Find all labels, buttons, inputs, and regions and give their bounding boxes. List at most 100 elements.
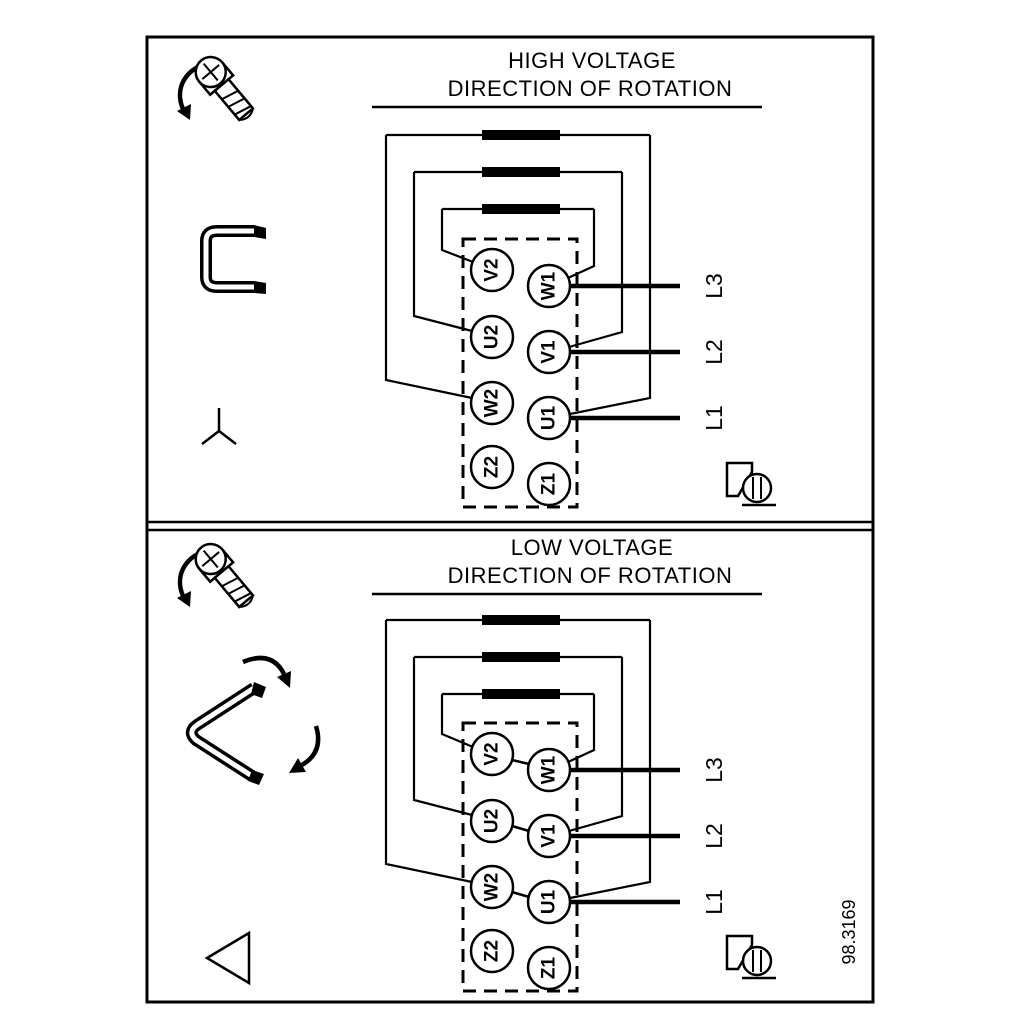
wire-segment (569, 135, 652, 416)
low-voltage-panel: LOW VOLTAGE DIRECTION OF ROTATION (177, 535, 859, 993)
terminal-label: U1 (539, 405, 560, 430)
wire-segment (440, 209, 474, 264)
wire-segment (569, 620, 652, 900)
supply-line-l3: L3 (570, 273, 727, 299)
terminal-label: W1 (539, 271, 560, 300)
terminal-u1: U1 (526, 395, 572, 441)
terminal-v2: V2 (469, 731, 515, 777)
delta-link (511, 824, 530, 833)
terminal-u2: U2 (469, 798, 515, 844)
terminal-w1: W1 (526, 747, 572, 793)
terminal-label: V2 (482, 742, 503, 765)
supply-line-label: L2 (701, 339, 727, 365)
terminal-label: Z1 (539, 472, 560, 495)
terminal-w2: W2 (469, 864, 515, 910)
terminal-circle (526, 813, 572, 859)
link-bar (482, 167, 560, 177)
delta-link (511, 758, 530, 766)
delta-link (511, 890, 530, 899)
link-bar (482, 204, 560, 214)
terminal-v2: V2 (469, 247, 515, 293)
terminal-label: V2 (482, 258, 503, 281)
link-bar (482, 689, 560, 699)
terminal-u1: U1 (526, 879, 572, 925)
terminal-label: U1 (539, 889, 560, 914)
supply-line-l2: L2 (570, 823, 727, 849)
link-strap-icon (200, 225, 266, 294)
wire-segment (440, 694, 474, 749)
reposition-arrow (242, 655, 287, 676)
wire-segment (568, 657, 624, 833)
terminal-box (461, 237, 579, 509)
terminal-w1: W1 (526, 263, 572, 309)
terminal-label: V1 (539, 340, 560, 364)
terminal-circle (469, 864, 515, 910)
terminal-box (461, 721, 579, 993)
terminal-z2: Z2 (469, 928, 515, 974)
panel-title: LOW VOLTAGE (511, 535, 673, 560)
terminal-label: Z2 (482, 940, 503, 962)
wire-segment (412, 657, 473, 817)
terminal-screw-icon (725, 461, 778, 507)
outer-border (145, 35, 875, 1004)
wire-segment (412, 172, 473, 333)
terminal-circle (469, 444, 515, 490)
wire-segment (567, 209, 596, 279)
supply-line-label: L2 (701, 823, 727, 849)
link-bar (482, 652, 560, 662)
terminal-circle (469, 314, 515, 360)
terminal-z1: Z1 (526, 945, 572, 991)
supply-line-label: L3 (701, 757, 727, 783)
supply-line-l3: L3 (570, 757, 727, 783)
reposition-arrow (300, 725, 321, 767)
supply-line-label: L3 (701, 273, 727, 299)
panel-title: HIGH VOLTAGE (508, 48, 676, 73)
link-bar (482, 615, 560, 625)
terminal-label: U2 (482, 809, 503, 833)
terminal-w2: W2 (469, 380, 515, 426)
terminal-screw-icon (725, 934, 778, 980)
terminal-v1: V1 (526, 813, 572, 859)
terminal-label: V1 (539, 824, 560, 848)
supply-line-l1: L1 (570, 405, 727, 431)
terminal-circle (469, 731, 515, 777)
star-symbol-icon (201, 408, 237, 445)
terminal-z2: Z2 (469, 444, 515, 490)
terminal-label: Z2 (482, 456, 503, 478)
wire-segment (384, 620, 473, 884)
link-bar (482, 130, 560, 140)
link-straps-arrows-icon (185, 655, 321, 785)
terminal-circle (469, 798, 515, 844)
terminal-z1: Z1 (526, 461, 572, 507)
screw-rotation-icon (177, 538, 260, 614)
supply-line-l2: L2 (570, 339, 727, 365)
wire-segment (568, 172, 624, 349)
link-bars (482, 130, 560, 214)
supply-line-label: L1 (701, 889, 727, 915)
high-voltage-panel: HIGH VOLTAGE DIRECTION OF ROTATION L3 (177, 48, 778, 509)
terminal-label: W1 (539, 755, 560, 784)
terminal-u2: U2 (469, 314, 515, 360)
terminal-circle (526, 329, 572, 375)
terminal-circle (526, 945, 572, 991)
terminal-v1: V1 (526, 329, 572, 375)
panel-subtitle: DIRECTION OF ROTATION (448, 76, 733, 101)
supply-line-l1: L1 (570, 889, 727, 915)
wire-segment (384, 135, 473, 400)
figure-number: 98.3169 (839, 899, 859, 964)
terminal-label: W2 (482, 389, 503, 418)
terminal-circle (526, 461, 572, 507)
terminal-label: U2 (482, 325, 503, 349)
terminal-circle (469, 928, 515, 974)
terminal-circle (526, 879, 572, 925)
terminal-circle (526, 747, 572, 793)
terminal-label: Z1 (539, 956, 560, 979)
terminal-circle (526, 263, 572, 309)
supply-line-label: L1 (701, 405, 727, 431)
terminal-circle (469, 247, 515, 293)
link-bars (482, 615, 560, 699)
screw-rotation-icon (177, 51, 260, 127)
wire-segment (567, 694, 596, 763)
